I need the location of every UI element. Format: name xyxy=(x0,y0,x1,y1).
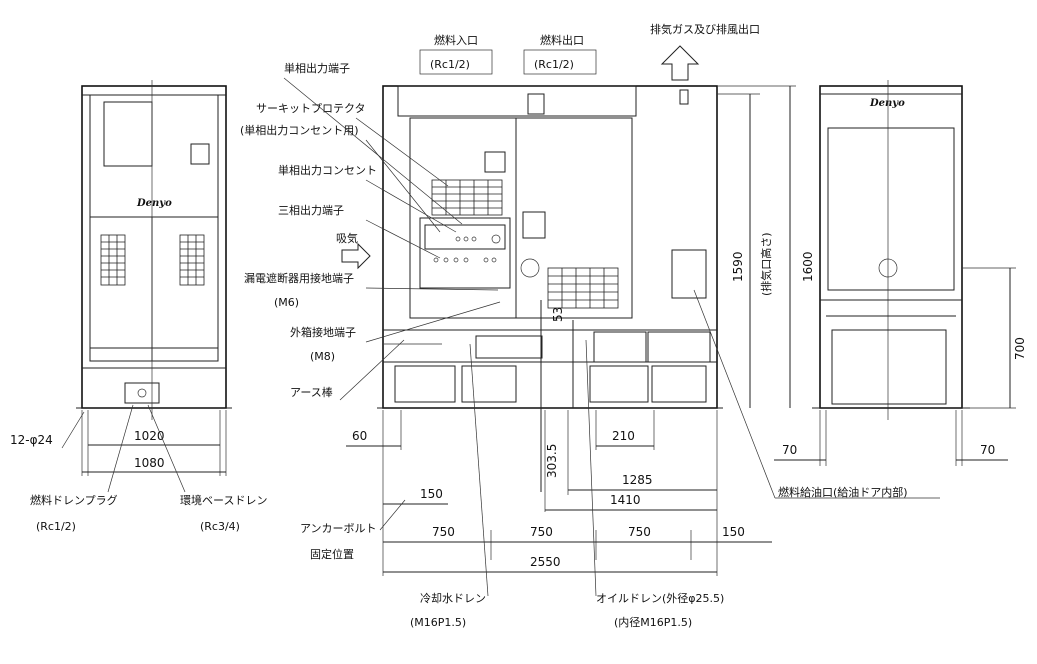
side-view xyxy=(377,85,723,409)
label-coolant-drain: 冷却水ドレン xyxy=(420,592,486,605)
dim-150-right: 150 xyxy=(722,525,745,539)
brand-logo-front: Denyo xyxy=(136,198,172,209)
exhaust-arrow xyxy=(660,45,700,81)
dim-150-top: 150 xyxy=(420,487,443,501)
label-three-phase-terminal: 三相出力端子 xyxy=(278,203,344,217)
dim-2550: 2550 xyxy=(530,555,561,569)
dim-1080: 1080 xyxy=(134,456,165,470)
dim-60: 60 xyxy=(352,429,367,443)
label-anchor-bolt: アンカーボルト xyxy=(300,522,377,535)
label-fuel-drain-plug: 燃料ドレンプラグ xyxy=(30,493,118,507)
label-fuel-outlet-spec: (Rc1/2) xyxy=(534,58,574,71)
dim-1285: 1285 xyxy=(622,473,653,487)
label-fuel-inlet: 燃料入口 xyxy=(434,33,478,47)
panel-louver-lower xyxy=(547,267,619,309)
label-oil-drain: オイルドレン(外径φ25.5) xyxy=(596,592,724,605)
side-view-labels: 燃料入口 (Rc1/2) 燃料出口 (Rc1/2) 単相出力端子 サーキットプロ… xyxy=(240,33,597,401)
label-fuel-fill: 燃料給油口(給油ドア内部) xyxy=(778,485,908,499)
dim-1410: 1410 xyxy=(610,493,641,507)
label-leakage-ground: 漏電遮断器用接地端子 xyxy=(244,271,354,285)
label-coolant-drain-spec: (M16P1.5) xyxy=(410,616,466,629)
dim-70-left: 70 xyxy=(782,443,797,457)
rear-view-dimensions: 700 70 70 xyxy=(774,267,1027,466)
label-single-phase-terminal: 単相出力端子 xyxy=(284,61,350,75)
rear-view: Denyo xyxy=(812,80,970,420)
dim-750-b: 750 xyxy=(530,525,553,539)
dim-750-a: 750 xyxy=(432,525,455,539)
side-view-height-dimensions: 1590 (排気口高さ) 1600 53 303.5 xyxy=(540,85,815,492)
label-exhaust: 排気ガス及び排風出口 xyxy=(650,22,760,36)
dim-750-c: 750 xyxy=(628,525,651,539)
label-fuel-drain-plug-spec: (Rc1/2) xyxy=(36,520,76,533)
label-earth-rod: アース棒 xyxy=(290,385,333,399)
dim-303-5: 303.5 xyxy=(545,444,559,478)
intake-arrow xyxy=(341,242,371,270)
label-fuel-outlet: 燃料出口 xyxy=(540,33,584,47)
label-case-ground: 外箱接地端子 xyxy=(290,325,356,339)
dim-70-right: 70 xyxy=(980,443,995,457)
fuel-fill-leader xyxy=(693,289,776,499)
label-single-phase-outlet: 単相出力コンセント xyxy=(278,163,377,177)
front-view: Denyo xyxy=(76,80,232,420)
dim-holes: 12-φ24 xyxy=(10,433,53,447)
label-anchor-fixed: 固定位置 xyxy=(310,547,354,561)
label-exhaust-height: (排気口高さ) xyxy=(759,232,773,296)
dim-1020: 1020 xyxy=(134,429,165,443)
front-left-louver xyxy=(100,234,126,286)
label-oil-drain-spec: (内径M16P1.5) xyxy=(614,615,692,629)
panel-louver-upper xyxy=(431,179,503,216)
dim-53: 53 xyxy=(551,307,565,322)
dim-210: 210 xyxy=(612,429,635,443)
label-fuel-inlet-spec: (Rc1/2) xyxy=(430,58,470,71)
label-intake: 吸気 xyxy=(336,231,358,245)
dim-1600: 1600 xyxy=(801,251,815,282)
brand-logo-rear: Denyo xyxy=(869,98,905,109)
front-right-louver xyxy=(179,234,205,286)
label-env-base-drain-spec: (Rc3/4) xyxy=(200,520,240,533)
label-case-ground-spec: (M8) xyxy=(310,350,335,363)
label-circuit-protector-sub: (単相出力コンセント用) xyxy=(240,123,359,137)
label-env-base-drain: 環境ベースドレン xyxy=(180,493,267,507)
dim-1590: 1590 xyxy=(731,251,745,282)
label-leakage-ground-spec: (M6) xyxy=(274,296,299,309)
front-view-dimensions: 1020 1080 12-φ24 燃料ドレンプラグ (Rc1/2) 環境ベースド… xyxy=(10,404,267,533)
dim-700: 700 xyxy=(1013,337,1027,360)
label-circuit-protector: サーキットプロテクタ xyxy=(256,102,366,115)
side-view-length-dimensions: 60 210 1285 1410 150 750 750 750 150 255… xyxy=(300,339,772,629)
